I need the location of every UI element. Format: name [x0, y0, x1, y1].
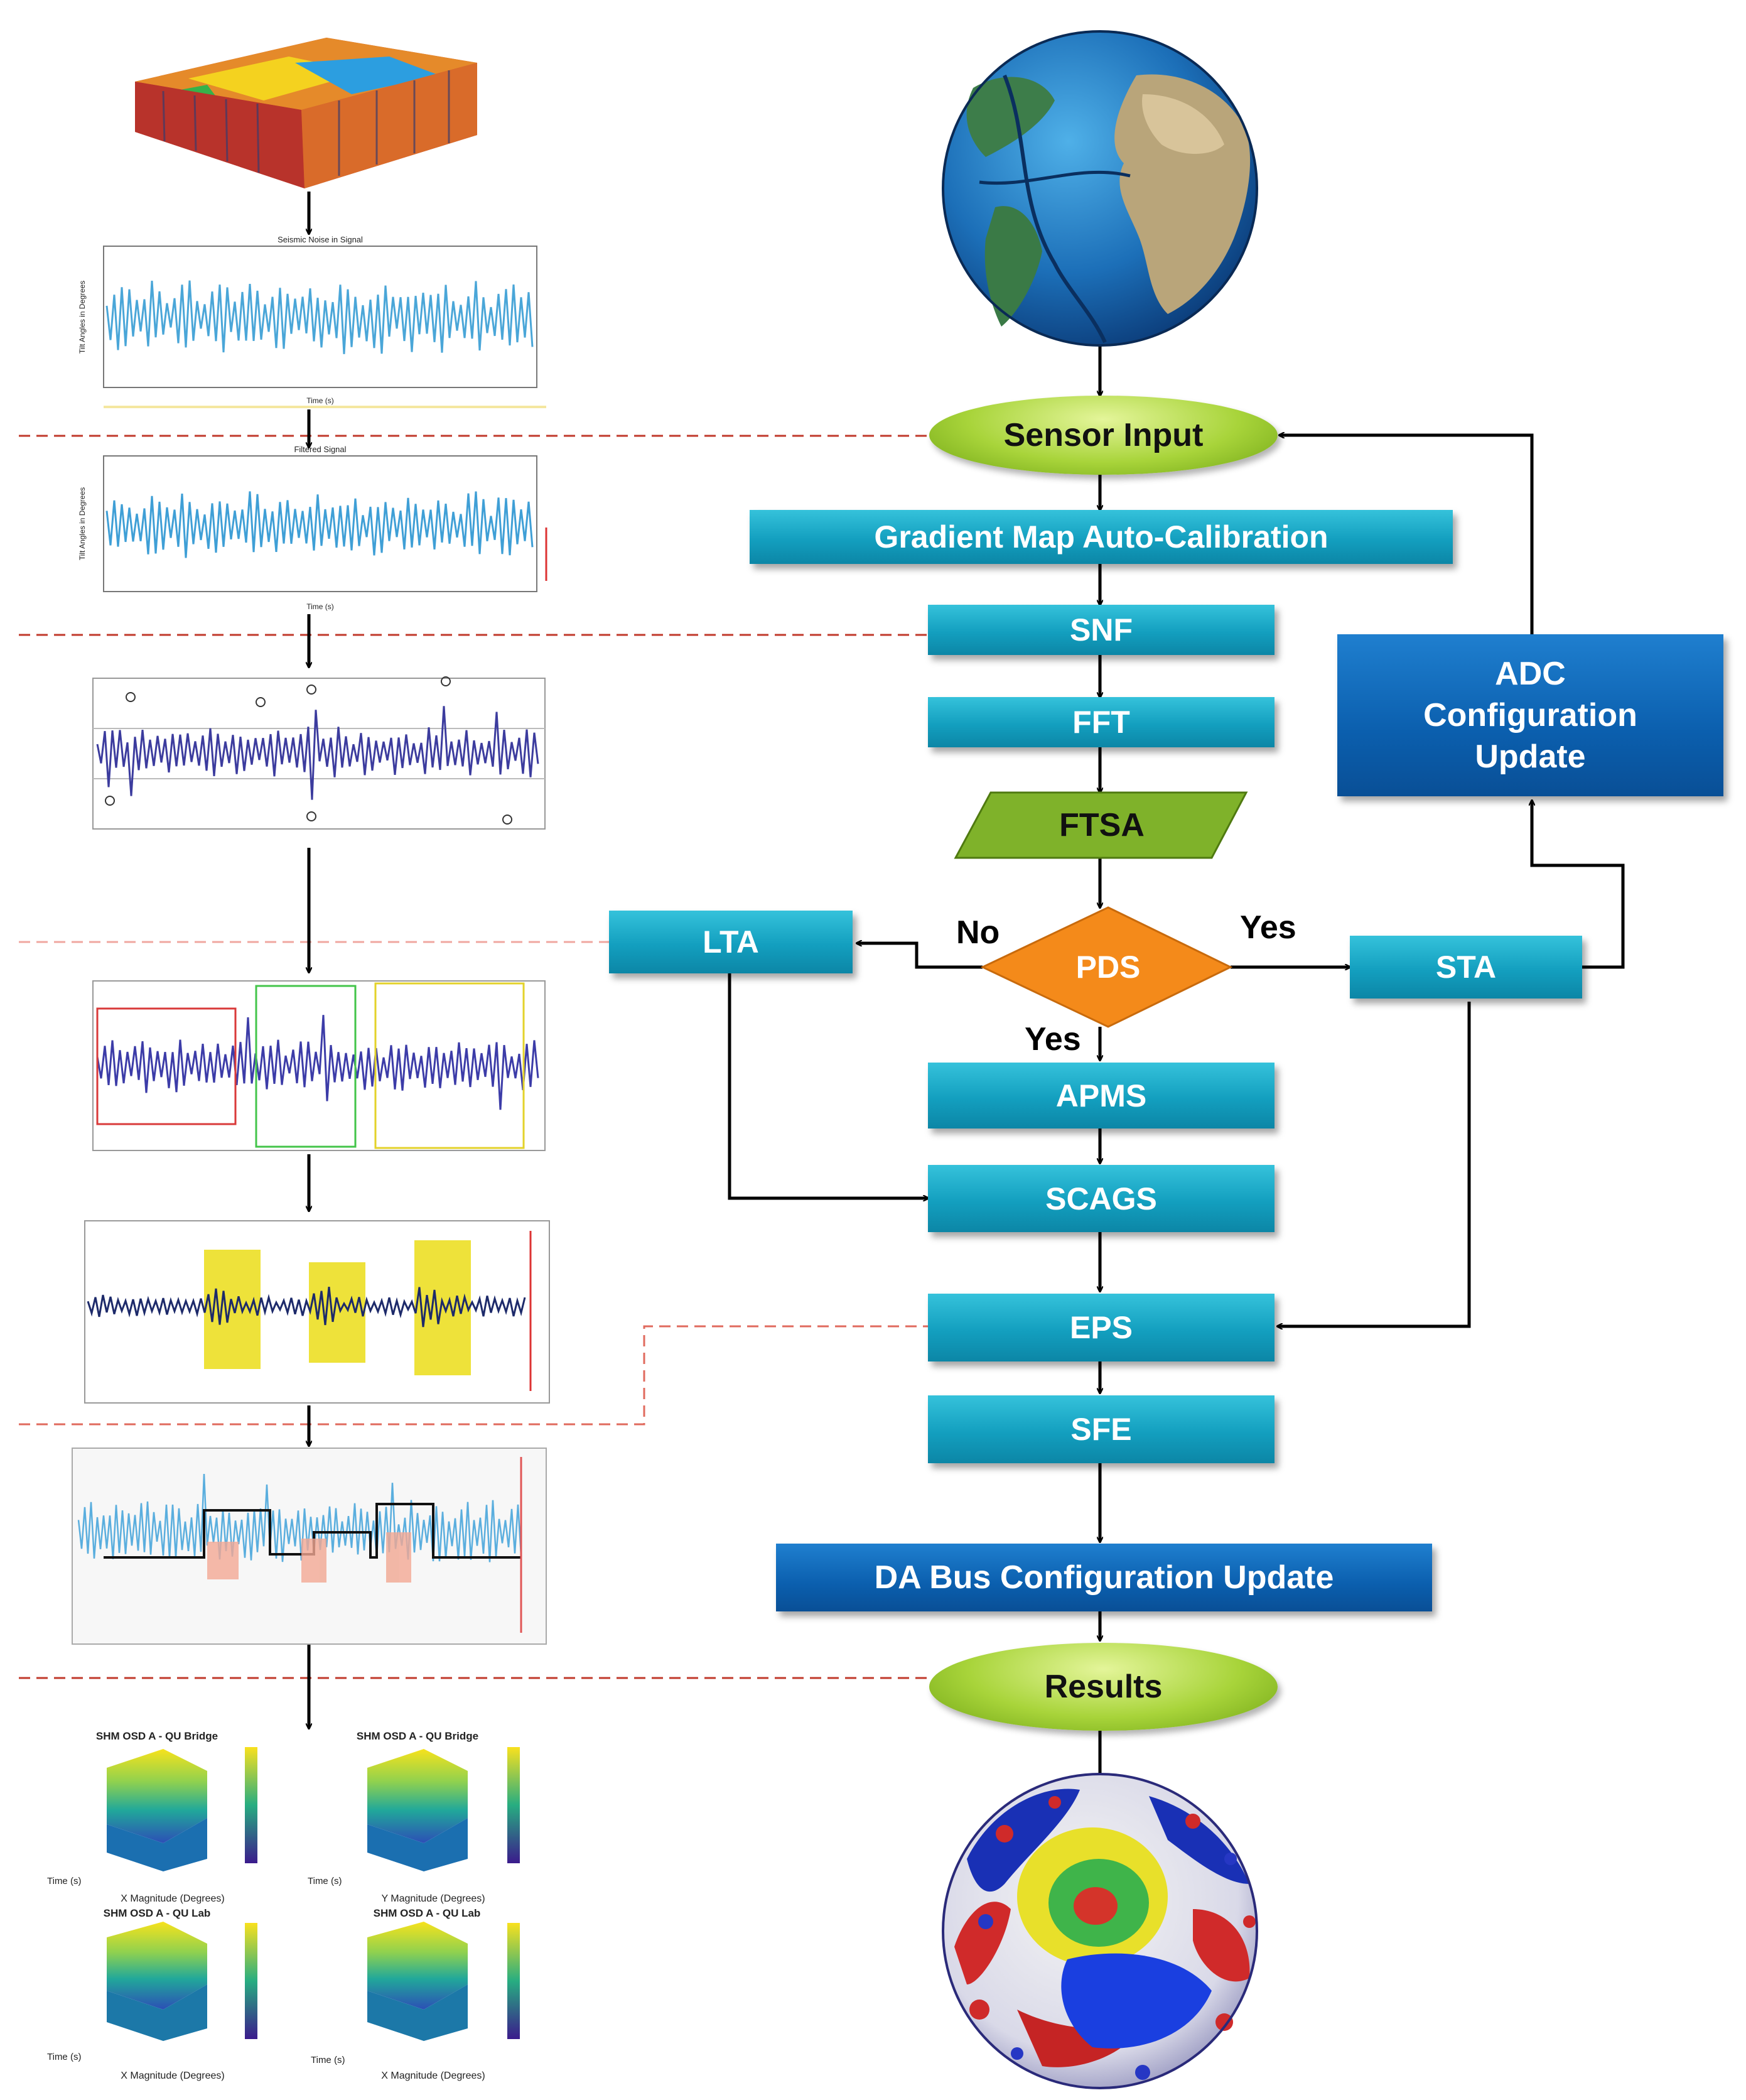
edge-label-yes-down: Yes — [1025, 1021, 1081, 1058]
flow-arrows — [728, 344, 1625, 1787]
plot1-title: Seismic Noise in Signal — [278, 235, 363, 244]
surface3-xlabel: X Magnitude (Degrees) — [121, 2070, 224, 2081]
surface2-time: Time (s) — [308, 1876, 342, 1886]
surface3-title: SHM OSD A - QU Lab — [104, 1907, 211, 1919]
surface-plot-4 — [367, 1922, 520, 2041]
surface2-title: SHM OSD A - QU Bridge — [357, 1730, 478, 1742]
surface1-time: Time (s) — [47, 1876, 81, 1886]
sta-node: STA — [1350, 936, 1582, 999]
surface-plot-2 — [367, 1747, 520, 1871]
apms-node: APMS — [928, 1063, 1274, 1128]
pds-node: PDS — [1005, 942, 1212, 992]
fft-label: FFT — [1072, 705, 1130, 740]
sfe-node: SFE — [928, 1395, 1274, 1463]
sta-label: STA — [1435, 950, 1497, 985]
sensor-input-node: Sensor Input — [929, 396, 1278, 475]
arrow-sta-to-adc — [1532, 801, 1625, 969]
edge-label-yes-right: Yes — [1240, 909, 1296, 946]
signal-plot-1 — [103, 246, 546, 408]
results-node: Results — [929, 1643, 1278, 1731]
surface3-time: Time (s) — [47, 2052, 81, 2062]
scags-label: SCAGS — [1045, 1181, 1157, 1216]
da-bus-configuration-update-label: DA Bus Configuration Update — [874, 1559, 1334, 1596]
pds-label: PDS — [1075, 950, 1141, 985]
lta-node: LTA — [609, 911, 853, 973]
adc-configuration-update-label: ADC Configuration Update — [1423, 656, 1637, 775]
arrow-adc-to-sensor — [1280, 435, 1534, 634]
surface1-title: SHM OSD A - QU Bridge — [96, 1730, 218, 1742]
arrow-lta-to-scags — [728, 973, 928, 1198]
fft-node: FFT — [928, 697, 1274, 747]
eps-label: EPS — [1069, 1310, 1133, 1345]
pds-shape — [980, 906, 1233, 1028]
surface1-xlabel: X Magnitude (Degrees) — [121, 1893, 224, 1904]
gradient-map-label: Gradient Map Auto-Calibration — [874, 519, 1328, 555]
arrow-sta-to-eps — [1278, 1002, 1471, 1326]
surface4-xlabel: X Magnitude (Degrees) — [381, 2070, 485, 2081]
separator-4 — [19, 1325, 929, 1426]
surface-plot-3 — [107, 1922, 257, 2041]
plot2-ylabel: Tilt Angles in Degrees — [78, 487, 87, 560]
earth-globe-image — [942, 30, 1258, 347]
surface4-title: SHM OSD A - QU Lab — [374, 1907, 481, 1919]
seismic-volume-image — [135, 38, 477, 188]
surface4-time: Time (s) — [311, 2055, 345, 2065]
surface-plot-1 — [107, 1747, 257, 1871]
snf-node: SNF — [928, 605, 1274, 655]
signal-plot-3 — [92, 676, 546, 830]
da-bus-configuration-update-node: DA Bus Configuration Update — [776, 1544, 1432, 1611]
scags-node: SCAGS — [928, 1165, 1274, 1232]
output-globe-image — [942, 1773, 1258, 2089]
edge-label-no: No — [956, 914, 1000, 951]
plot1-xlabel: Time (s) — [306, 396, 334, 405]
adc-configuration-update-node: ADC Configuration Update — [1337, 634, 1723, 796]
signal-plot-4 — [92, 980, 546, 1151]
ftsa-node: FTSA — [967, 793, 1237, 858]
gradient-map-node: Gradient Map Auto-Calibration — [750, 510, 1453, 564]
plot2-xlabel: Time (s) — [306, 602, 334, 611]
arrow-pds-to-lta — [857, 943, 983, 969]
signal-plot-5 — [84, 1220, 550, 1404]
sensor-input-label: Sensor Input — [1003, 417, 1204, 453]
plot2-title: Filtered Signal — [294, 445, 346, 454]
snf-label: SNF — [1070, 612, 1133, 647]
eps-node: EPS — [928, 1294, 1274, 1361]
ftsa-shape — [954, 791, 1248, 859]
surface2-xlabel: Y Magnitude (Degrees) — [381, 1893, 485, 1904]
apms-label: APMS — [1055, 1078, 1147, 1113]
plot1-ylabel: Tilt Angles in Degrees — [78, 281, 87, 354]
stage-separators — [19, 435, 929, 1679]
lta-label: LTA — [703, 924, 759, 960]
results-label: Results — [1044, 1669, 1163, 1705]
signal-plot-6 — [72, 1448, 547, 1645]
ftsa-label: FTSA — [1059, 807, 1145, 843]
sfe-label: SFE — [1070, 1412, 1132, 1447]
signal-plot-2 — [103, 455, 547, 592]
